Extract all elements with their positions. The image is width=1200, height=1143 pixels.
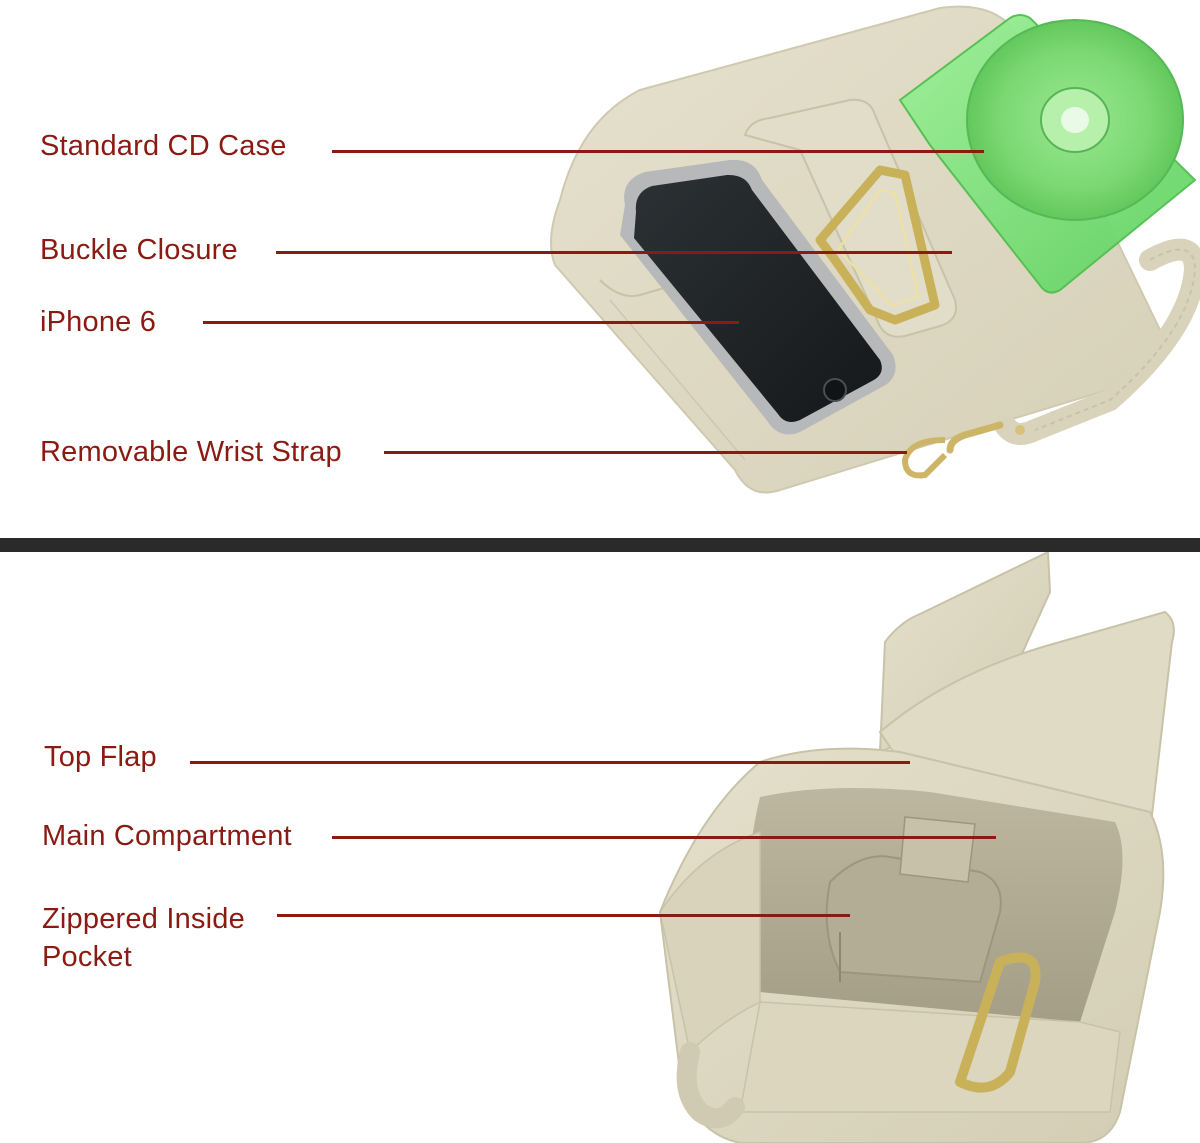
home-button-icon [823,378,847,402]
callout-iphone-label: iPhone 6 [40,306,157,338]
callout-buckle-closure-line [276,251,952,254]
callout-iphone-line [203,321,739,324]
brand-label-tag [899,816,976,883]
callout-zippered-pocket-line [277,914,850,917]
lobster-clasp-icon [901,437,948,479]
zippered-pocket [825,855,1002,984]
main-compartment-interior [747,788,1123,1022]
clutch-open-photo [658,552,1175,1143]
cd-case [898,14,1197,294]
callout-wrist-strap-label: Removable Wrist Strap [40,436,342,468]
iphone-device [620,159,896,435]
gold-buckle-bottom [955,952,1041,1093]
callout-cd-case-line [332,150,984,153]
callout-top-flap-label: Top Flap [44,741,157,773]
bottom-product-photo-panel: Top Flap Main Compartment Zippered Insid… [0,552,1200,1143]
callout-top-flap-line [190,761,910,764]
side-strap-loop [676,1042,745,1129]
top-flap [878,552,1175,834]
callout-cd-case-label: Standard CD Case [40,130,287,162]
wrist-strap [901,238,1200,479]
panel-divider [0,538,1200,552]
callout-zippered-pocket-label: Zippered Inside Pocket [42,903,245,973]
clutch-closed-photo [550,5,1200,494]
callout-main-compartment-label: Main Compartment [42,820,292,852]
gold-buckle [815,165,940,325]
top-product-photo-panel: Standard CD Case Buckle Closure iPhone 6… [0,0,1200,538]
buckle-strap-tab [743,98,957,338]
callout-wrist-strap-line [384,451,907,454]
callout-buckle-closure-label: Buckle Closure [40,234,238,266]
callout-main-compartment-line [332,836,996,839]
